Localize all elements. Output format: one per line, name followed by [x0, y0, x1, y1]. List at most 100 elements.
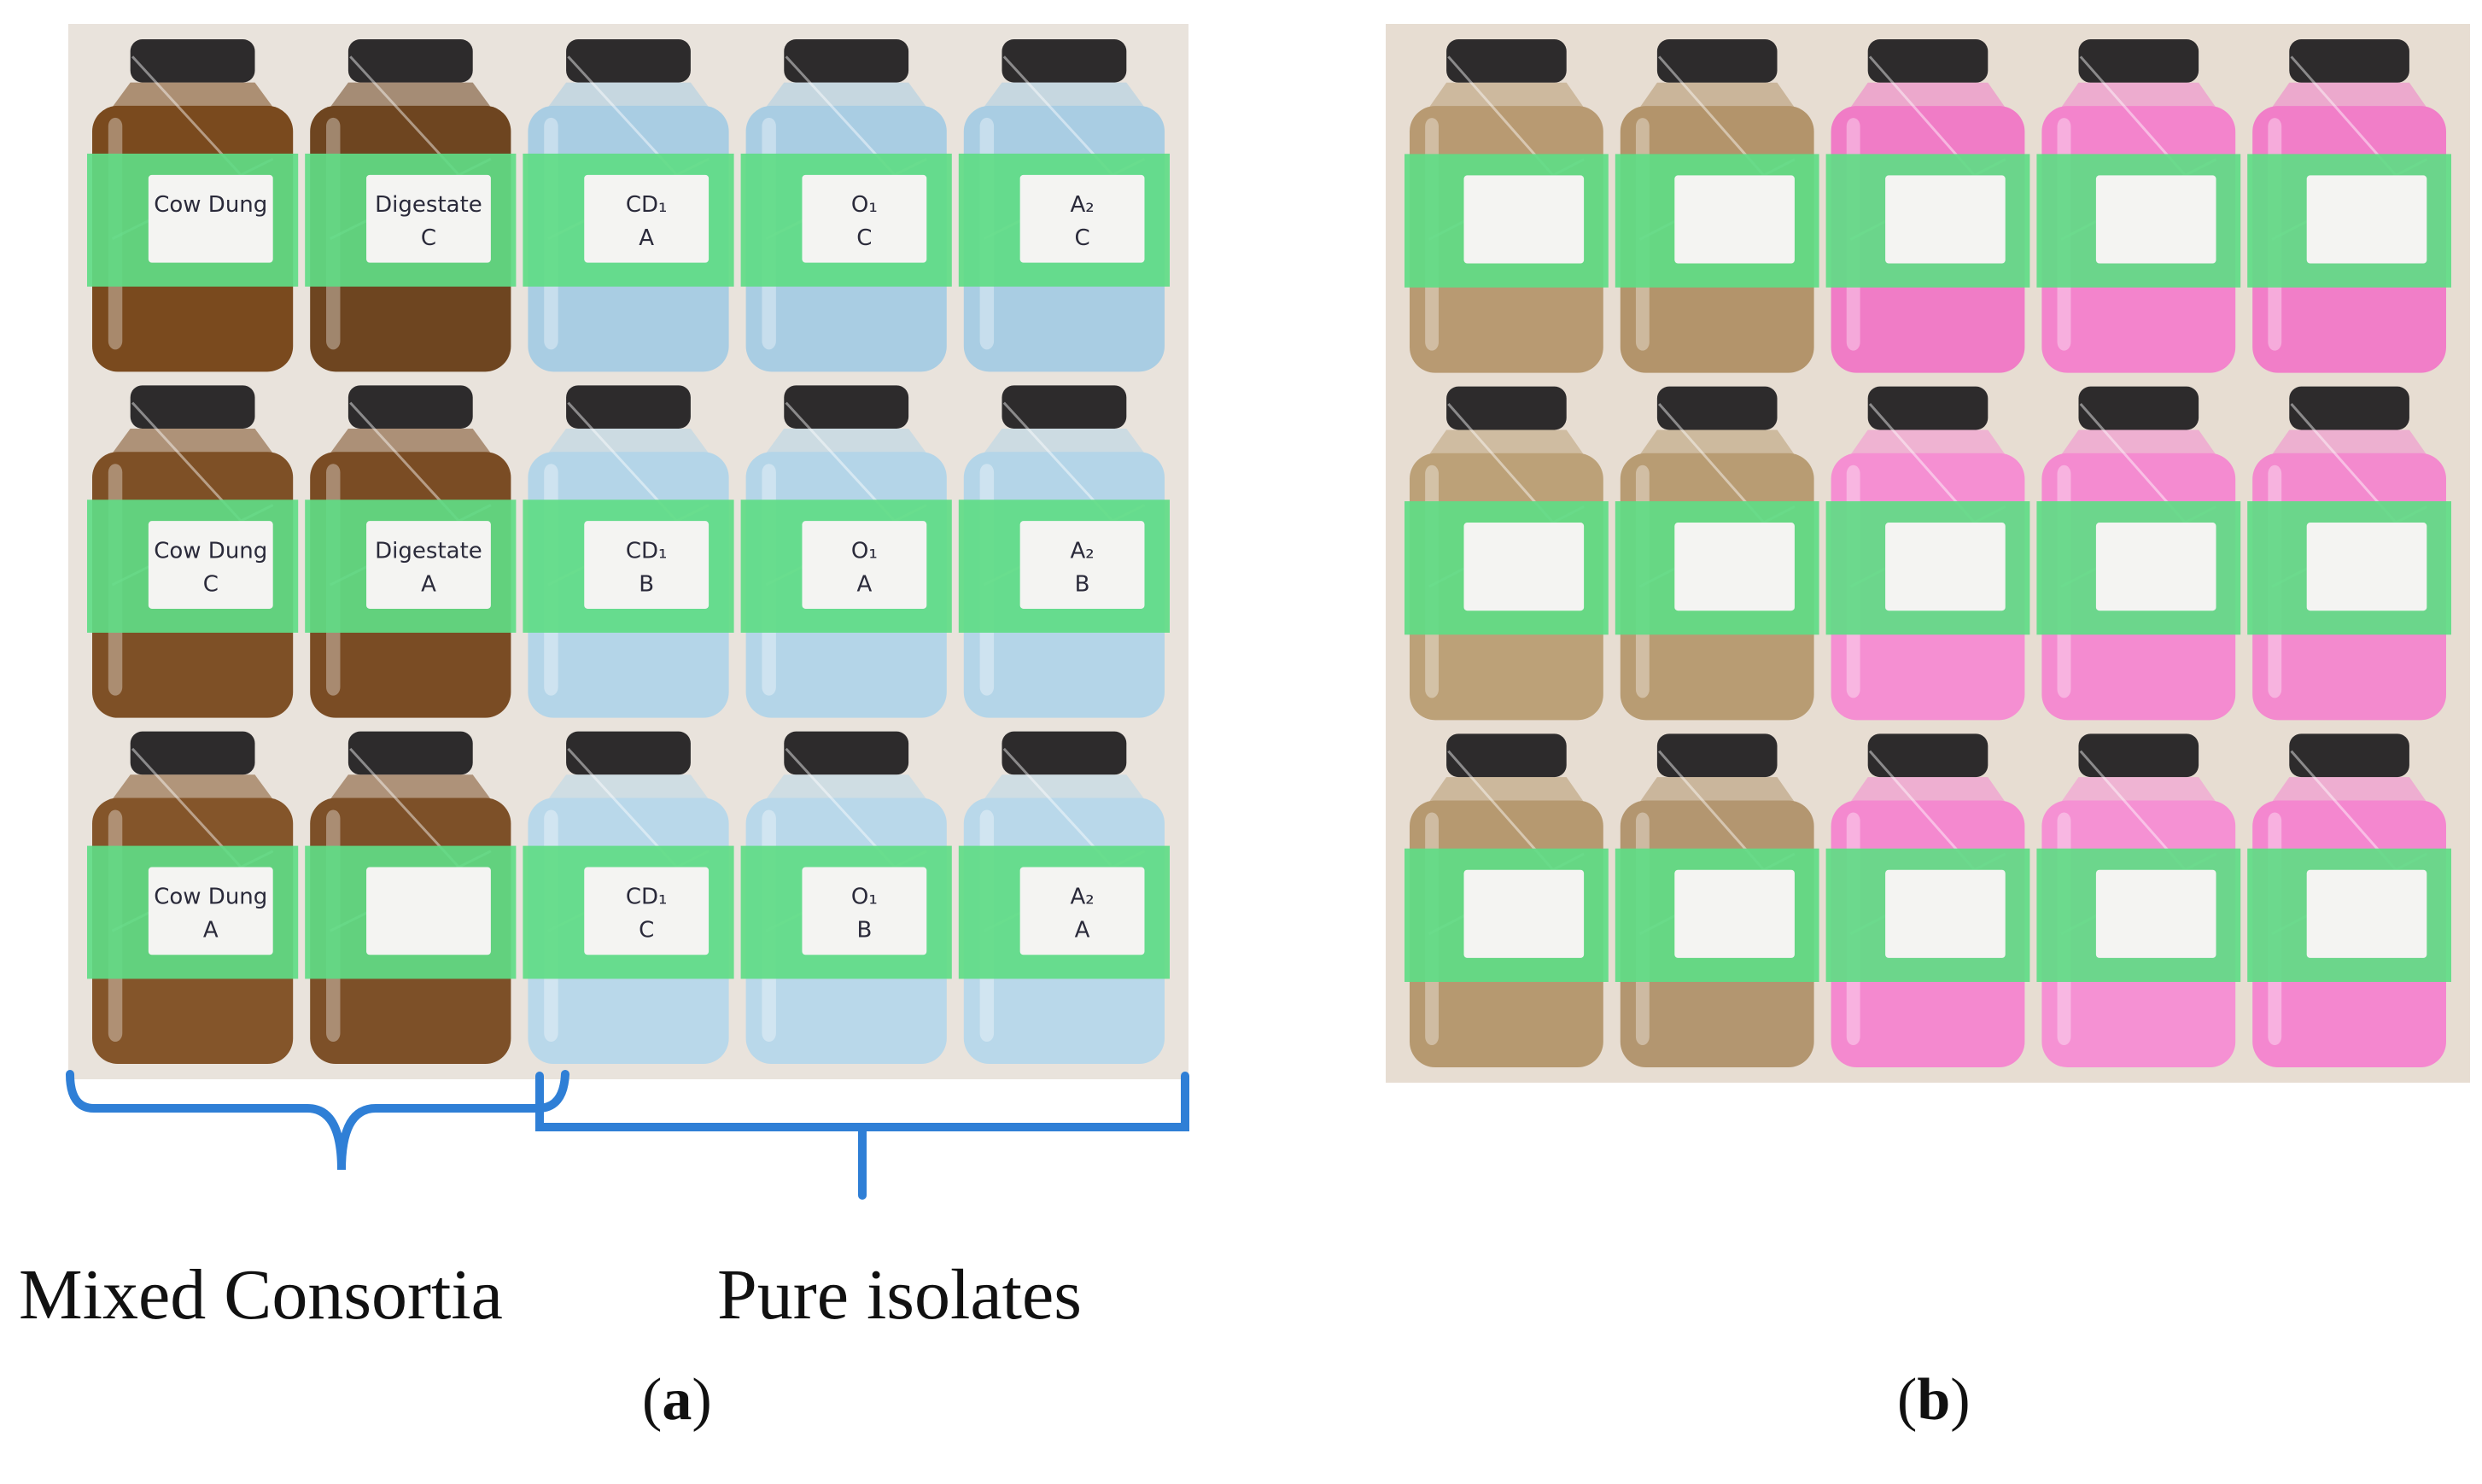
- bottle-handwritten-label: A₂: [1070, 192, 1094, 218]
- bottle-sticker: [1674, 869, 1795, 958]
- bottle-handwritten-label: CD₁: [626, 538, 668, 564]
- bottle: [1825, 386, 2030, 721]
- bottle: [1615, 733, 1819, 1067]
- bottle-cap: [2078, 39, 2199, 83]
- bottle-handwritten-label: Cow Dung: [154, 538, 267, 564]
- bottle-cap: [566, 385, 691, 429]
- bottle: [1405, 733, 1609, 1067]
- bottle-sticker: [1019, 174, 1145, 263]
- bottle-handwritten-label-line2: C: [1074, 225, 1089, 251]
- bottle-cap: [1656, 733, 1778, 778]
- bottle-handwritten-label-line2: C: [856, 225, 872, 251]
- panel-b-photo: [1386, 24, 2470, 1083]
- bottle: [1825, 39, 2030, 373]
- bottle-cap: [130, 39, 255, 83]
- bottle-cap: [1446, 39, 1567, 83]
- group-label-mixed-consortia: Mixed Consortia: [19, 1255, 503, 1335]
- bottle-cap: [784, 385, 909, 429]
- bottle: Cow Dung: [87, 39, 299, 372]
- bottle: [2247, 39, 2451, 373]
- bottle-sticker: [1463, 175, 1585, 264]
- bottle: [2247, 386, 2451, 721]
- bottle-cap: [2078, 733, 2199, 778]
- bottle-cap: [2289, 39, 2409, 83]
- bottle-cap: [1446, 386, 1567, 430]
- sublabel-b: (b): [1897, 1367, 1971, 1433]
- bottle-cap: [1656, 39, 1778, 83]
- bottle: CD₁ B: [523, 385, 734, 718]
- bottle-handwritten-label-line2: A: [856, 571, 872, 597]
- bottle-sticker: [148, 521, 273, 609]
- bottle-cap: [347, 731, 473, 775]
- bottle-sticker: [1885, 869, 2006, 958]
- bottle-handwritten-label-line2: A: [203, 918, 219, 944]
- bottle-cap: [1656, 386, 1778, 430]
- bracket-mixed-consortia: [66, 1070, 569, 1171]
- bottle-sticker: [802, 867, 927, 955]
- sublabel-a: (a): [642, 1367, 712, 1433]
- bottle-cap: [347, 385, 473, 429]
- bottle: O₁ B: [740, 731, 952, 1064]
- bottle-handwritten-label: Digestate: [375, 192, 482, 218]
- bottle-handwritten-label-line2: C: [421, 225, 436, 251]
- bottle-handwritten-label: Cow Dung: [154, 192, 267, 218]
- bottle-handwritten-label: O₁: [851, 885, 878, 910]
- bottle-sticker: [584, 867, 710, 955]
- bottle-sticker: [1885, 523, 2006, 611]
- bottle-cap: [1867, 386, 1989, 430]
- bottle-cap: [2289, 386, 2409, 430]
- bottle-handwritten-label: A₂: [1070, 538, 1094, 564]
- bottle-sticker: [148, 174, 273, 263]
- bottle-handwritten-label-line2: A: [639, 225, 654, 251]
- bottle-cap: [784, 731, 909, 775]
- bottle-cap: [1002, 385, 1127, 429]
- bottle-handwritten-label: Cow Dung: [154, 885, 267, 910]
- bottle: O₁ A: [740, 385, 952, 718]
- bottle-handwritten-label-line2: B: [1075, 571, 1090, 597]
- bottle: A₂A: [958, 731, 1170, 1064]
- bottle-sticker: [1674, 175, 1795, 264]
- bottle-handwritten-label: O₁: [851, 192, 878, 218]
- bottle-sticker: [1019, 521, 1145, 609]
- bottle: O₁ C: [740, 39, 952, 372]
- bottle: A₂ B: [958, 385, 1170, 718]
- bottle-handwritten-label-line2: B: [856, 918, 872, 944]
- bottle-sticker: [1885, 175, 2006, 264]
- bottle-sticker: [2095, 523, 2216, 611]
- bracket-pure-isolates: [535, 1072, 1189, 1200]
- bottle-cap: [566, 39, 691, 83]
- bottle-cap: [130, 385, 255, 429]
- group-brackets: [66, 1070, 1189, 1200]
- bottle: [1405, 386, 1609, 721]
- bottle: [1615, 386, 1819, 721]
- bottle-cap: [2078, 386, 2199, 430]
- bottle: [305, 731, 517, 1064]
- bottle-handwritten-label: O₁: [851, 538, 878, 564]
- bottle-handwritten-label-line2: B: [639, 571, 654, 597]
- bottle: [2036, 733, 2241, 1067]
- bottle-sticker: [584, 174, 710, 263]
- bottle-cap: [1867, 733, 1989, 778]
- bottle-sticker: [2095, 175, 2216, 264]
- bottle-cap: [1002, 39, 1127, 83]
- bottle-sticker: [1463, 869, 1585, 958]
- group-label-pure-isolates: Pure isolates: [717, 1255, 1082, 1335]
- bottle: [2036, 386, 2241, 721]
- bottle-handwritten-label-line2: C: [203, 571, 219, 597]
- bottle-sticker: [1463, 523, 1585, 611]
- bottle-handwritten-label-line2: A: [421, 571, 436, 597]
- bottle-handwritten-label-line2: C: [639, 918, 654, 944]
- bottle: [1825, 733, 2030, 1067]
- bottle: [2247, 733, 2451, 1067]
- bottle-handwritten-label: Digestate: [375, 538, 482, 564]
- bottle-cap: [1446, 733, 1567, 778]
- bottle-cap: [130, 731, 255, 775]
- bottle-sticker: [802, 174, 927, 263]
